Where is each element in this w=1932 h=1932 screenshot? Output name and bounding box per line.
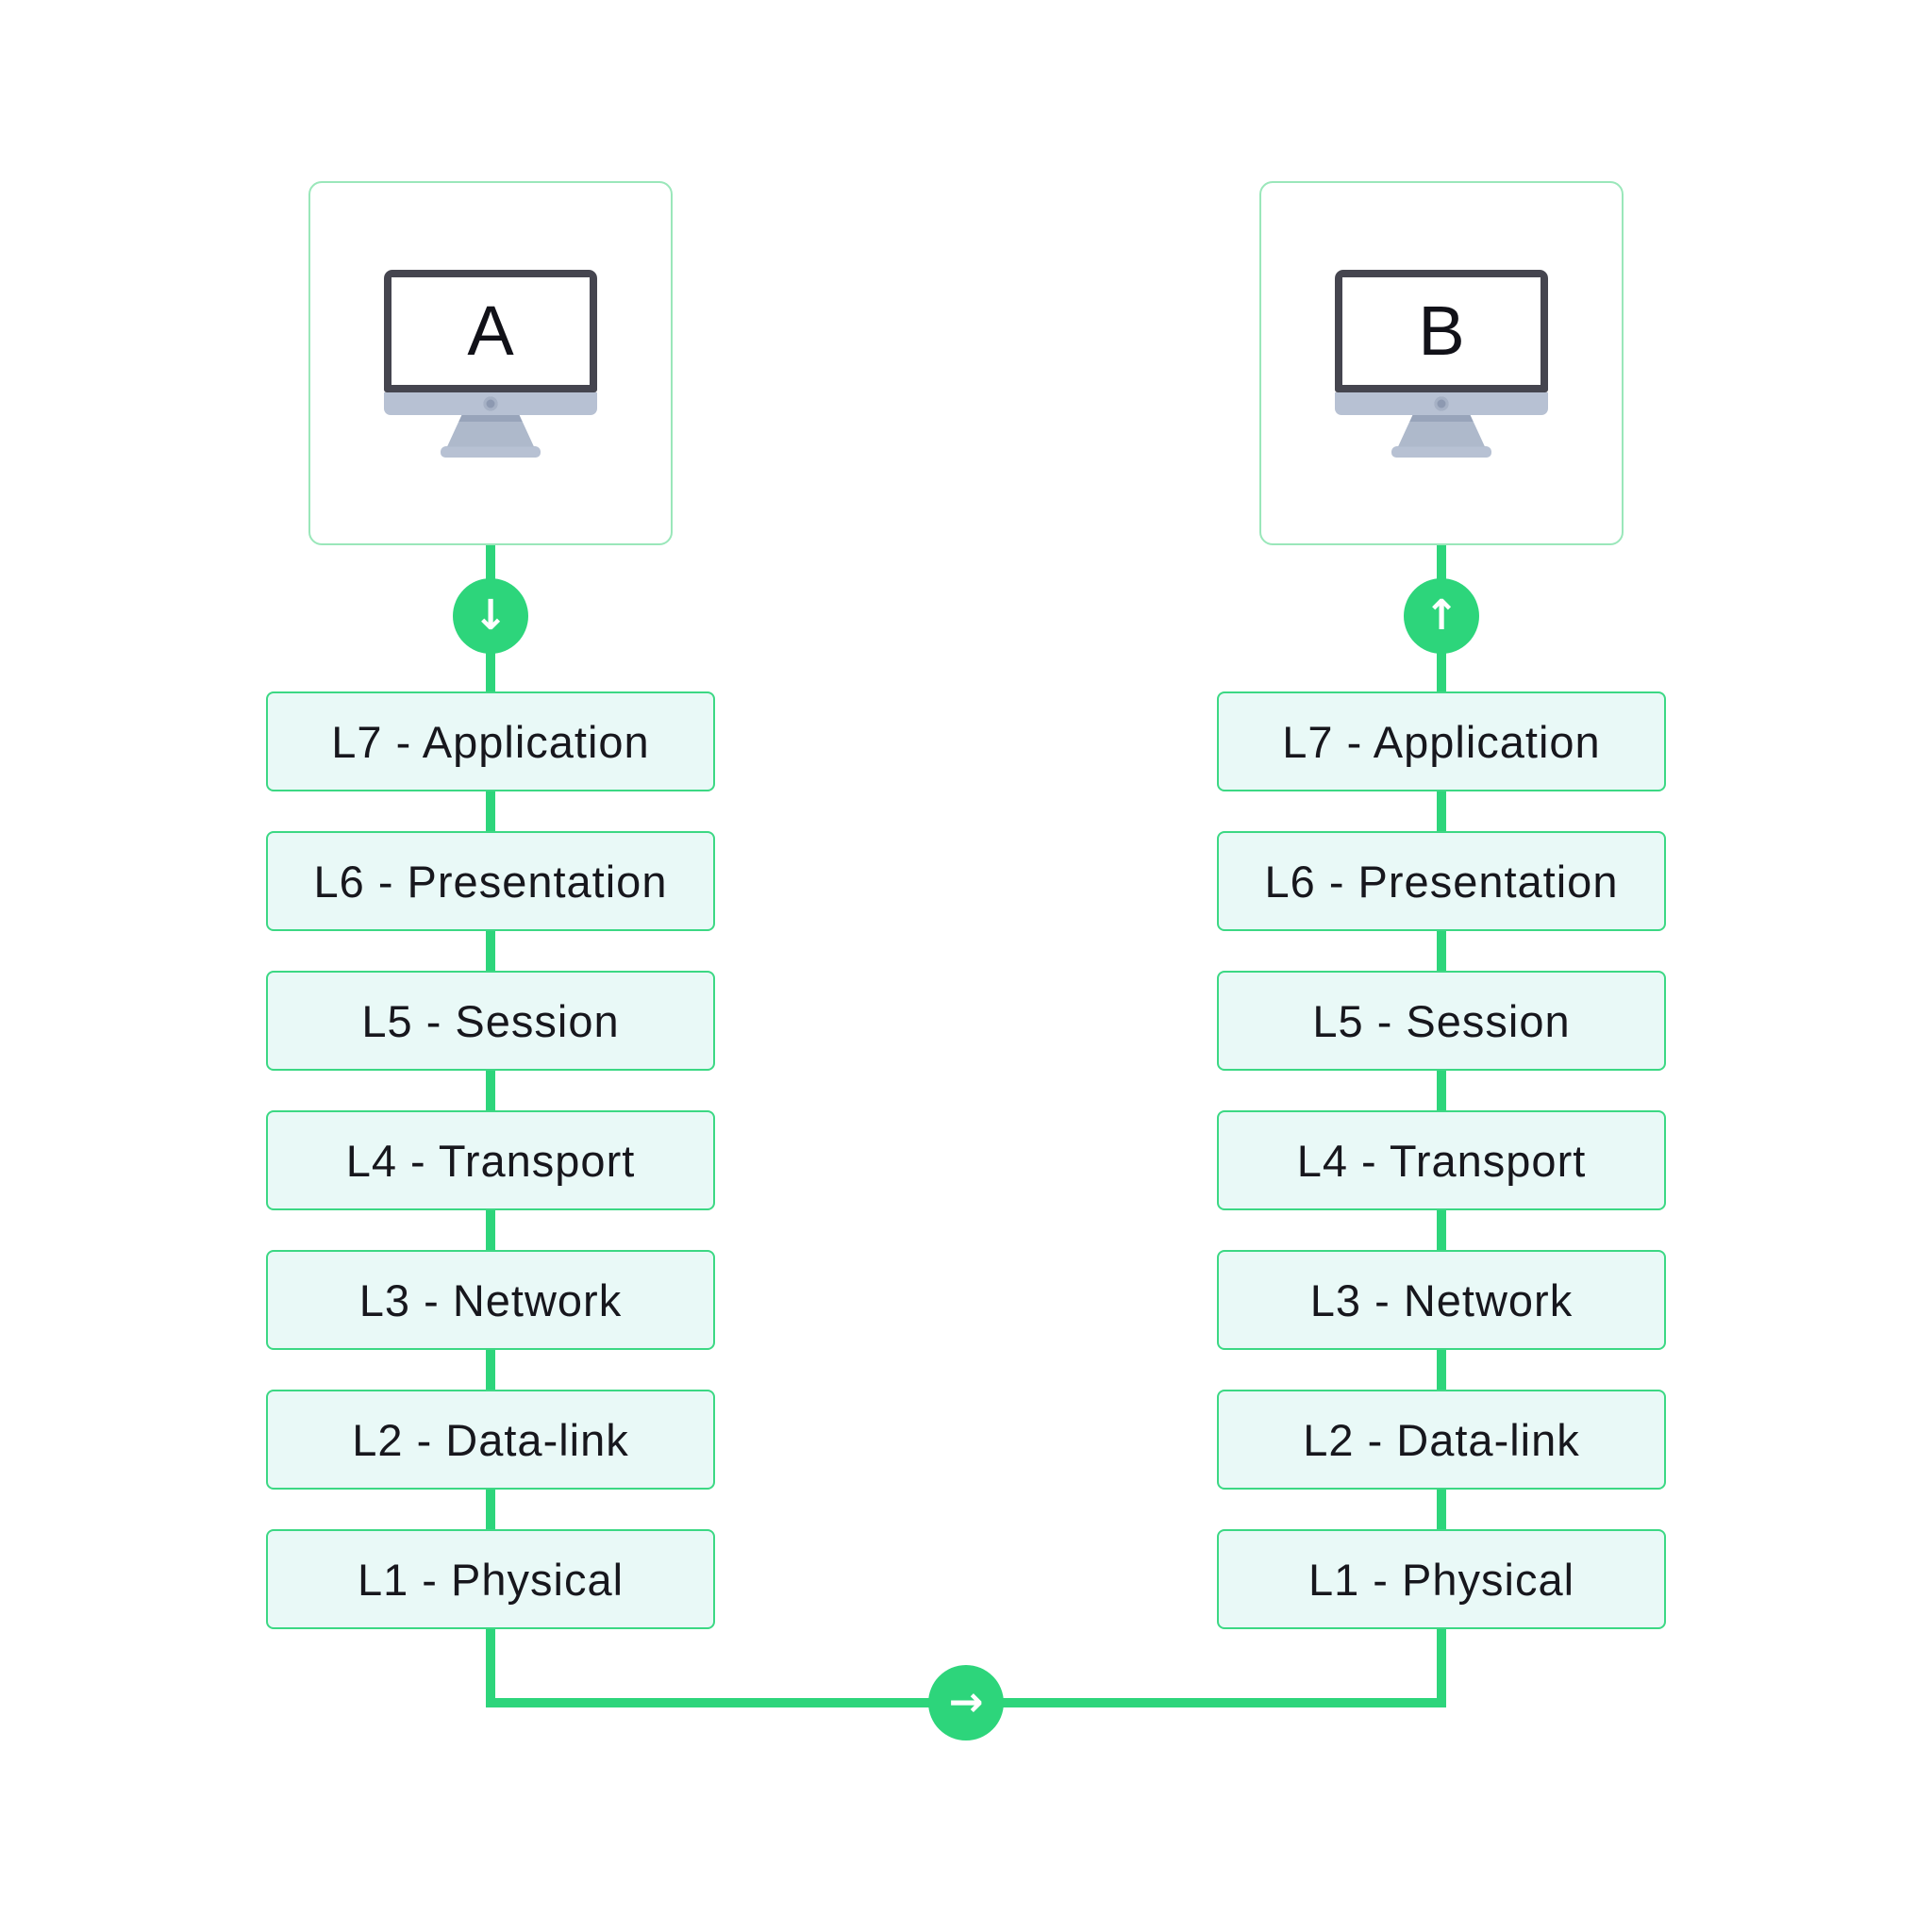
stack-b-layer-l3: L3 - Network — [1217, 1250, 1666, 1350]
stack-a-layer-l4: L4 - Transport — [266, 1110, 715, 1210]
stack-b-layer-l6: L6 - Presentation — [1217, 831, 1666, 931]
computer-monitor-icon: A — [384, 269, 597, 458]
stack-b-layer-l7: L7 - Application — [1217, 691, 1666, 791]
host-b-box: B — [1259, 181, 1624, 545]
host-a-box: A — [308, 181, 673, 545]
stack-b-layer-l4: L4 - Transport — [1217, 1110, 1666, 1210]
right-arrow-icon: → — [928, 1665, 1004, 1740]
down-arrow-glyph: ↓ — [473, 591, 508, 640]
stack-a-layer-l3: L3 - Network — [266, 1250, 715, 1350]
right-arrow-glyph: → — [948, 1678, 984, 1726]
monitor-stand-neck — [447, 414, 534, 447]
up-arrow-glyph: ↑ — [1424, 591, 1459, 640]
stack-a-layer-l1: L1 - Physical — [266, 1529, 715, 1629]
monitor-chin — [1335, 391, 1548, 415]
monitor-chin — [384, 391, 597, 415]
stack-b-layer-l5: L5 - Session — [1217, 971, 1666, 1071]
host-a-label: A — [467, 291, 514, 370]
monitor-screen: A — [391, 276, 590, 385]
monitor-screen: B — [1342, 276, 1541, 385]
monitor-stand-neck — [1398, 414, 1485, 447]
computer-monitor-icon: B — [1335, 269, 1548, 458]
monitor-bezel: A — [384, 269, 597, 392]
stack-b-layer-l2: L2 - Data-link — [1217, 1390, 1666, 1490]
stack-a-layer-l7: L7 - Application — [266, 691, 715, 791]
stack-a-layer-l2: L2 - Data-link — [266, 1390, 715, 1490]
camera-dot-icon — [1434, 396, 1449, 410]
host-b-label: B — [1418, 291, 1465, 370]
down-arrow-icon: ↓ — [453, 578, 528, 654]
stack-a-layer-l5: L5 - Session — [266, 971, 715, 1071]
monitor-bezel: B — [1335, 269, 1548, 392]
stack-a-layer-l6: L6 - Presentation — [266, 831, 715, 931]
camera-dot-icon — [483, 396, 498, 410]
up-arrow-icon: ↑ — [1404, 578, 1479, 654]
stack-b-layer-l1: L1 - Physical — [1217, 1529, 1666, 1629]
monitor-stand-base — [441, 445, 541, 458]
monitor-stand-base — [1391, 445, 1491, 458]
